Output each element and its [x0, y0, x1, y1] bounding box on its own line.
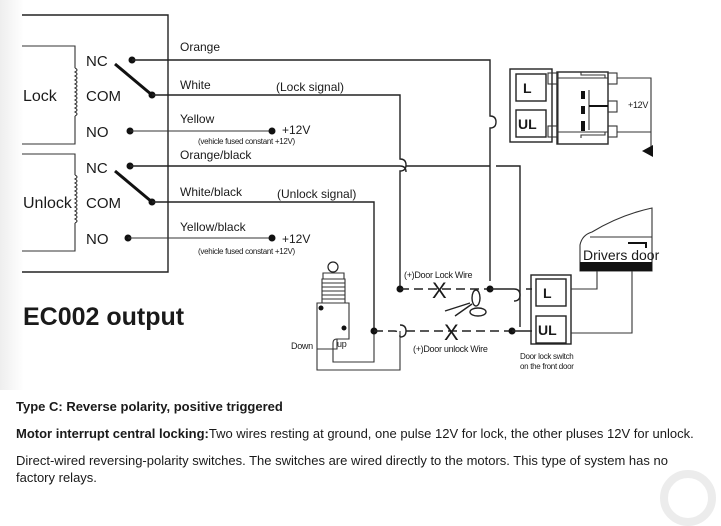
unlock-nc-label: NC — [86, 160, 108, 177]
wiring-diagram: Lock NC COM NO Unlock NC COM NO Orange W… — [0, 0, 721, 390]
wire-label-white: White — [180, 78, 211, 92]
actuator-up-label: up — [337, 339, 347, 349]
driver-switch-ul: UL — [538, 322, 557, 338]
door-lock-wire-label: (+)Door Lock Wire — [404, 270, 472, 280]
lock-signal-label: (Lock signal) — [276, 80, 344, 94]
unlock-relay-switch-arm — [114, 169, 153, 204]
factory-switch-12v: +12V — [628, 100, 648, 110]
description-section: Type C: Reverse polarity, positive trigg… — [16, 398, 706, 496]
lock-relay-switch-arm — [114, 62, 153, 97]
door-switch-caption-1: Door lock switch — [520, 352, 573, 361]
wire-label-orange: Orange — [180, 40, 220, 54]
unlock-relay: Unlock NC COM NO — [22, 153, 156, 252]
lock-coil-icon — [73, 67, 78, 117]
orange-wire — [132, 59, 497, 281]
lock-no-label: NO — [86, 124, 109, 141]
orange-black-wire — [130, 165, 521, 327]
module-outline — [22, 14, 169, 273]
lock-relay: Lock NC COM NO — [22, 45, 156, 145]
door-unlock-wire-label: (+)Door unlock Wire — [413, 344, 488, 354]
scissors-icon — [444, 289, 487, 317]
diagram-title: EC002 output — [23, 303, 185, 331]
unlock-no-label: NO — [86, 231, 109, 248]
wire-label-white-black: White/black — [180, 185, 243, 199]
wire-label-orange-black: Orange/black — [180, 148, 252, 162]
description-paragraph-1: Motor interrupt central locking:Two wire… — [16, 425, 706, 442]
wiring-diagram-svg: Lock NC COM NO Unlock NC COM NO Orange W… — [22, 14, 660, 371]
white-black-wire — [152, 201, 375, 331]
para1-bold-lead: Motor interrupt central locking: — [16, 426, 209, 441]
driver-switch-l: L — [543, 285, 552, 301]
factory-switch-ul: UL — [518, 116, 537, 132]
unlock-com-label: COM — [86, 195, 121, 212]
unlock-signal-label: (Unlock signal) — [277, 187, 356, 201]
drivers-door-label: Drivers door — [583, 247, 660, 263]
unlock-coil-icon — [73, 174, 78, 224]
cut-mark-unlock: X — [444, 320, 459, 345]
description-heading: Type C: Reverse polarity, positive trigg… — [16, 399, 283, 414]
wire-label-yellow-black: Yellow/black — [180, 220, 247, 234]
wire-label-yellow: Yellow — [180, 112, 215, 126]
fused-note-2: (vehicle fused constant +12V) — [198, 247, 296, 256]
watermark-logo — [660, 470, 716, 526]
white-wire — [152, 94, 407, 289]
lock-com-label: COM — [86, 88, 121, 105]
plus12v-label-2: +12V — [282, 232, 310, 246]
plus12v-label-1: +12V — [282, 123, 310, 137]
description-paragraph-2: Direct-wired reversing-polarity switches… — [16, 453, 668, 485]
door-switch-caption-2: on the front door — [520, 362, 574, 371]
lock-nc-label: NC — [86, 53, 108, 70]
factory-lock-switch — [509, 68, 653, 157]
door-lock-actuator-icon — [316, 261, 401, 371]
ground-arrow-icon — [642, 145, 653, 157]
actuator-down-label: Down — [291, 341, 313, 351]
unlock-relay-label: Unlock — [23, 195, 73, 212]
door-unlock-wire-dashed — [374, 330, 514, 338]
driver-door-switch — [530, 271, 633, 345]
factory-switch-l: L — [523, 80, 532, 96]
cut-mark-lock: X — [432, 278, 447, 303]
drivers-door-icon — [579, 207, 653, 272]
lock-relay-label: Lock — [23, 88, 58, 105]
para1-text: Two wires resting at ground, one pulse 1… — [208, 426, 694, 441]
fused-note-1: (vehicle fused constant +12V) — [198, 137, 296, 146]
